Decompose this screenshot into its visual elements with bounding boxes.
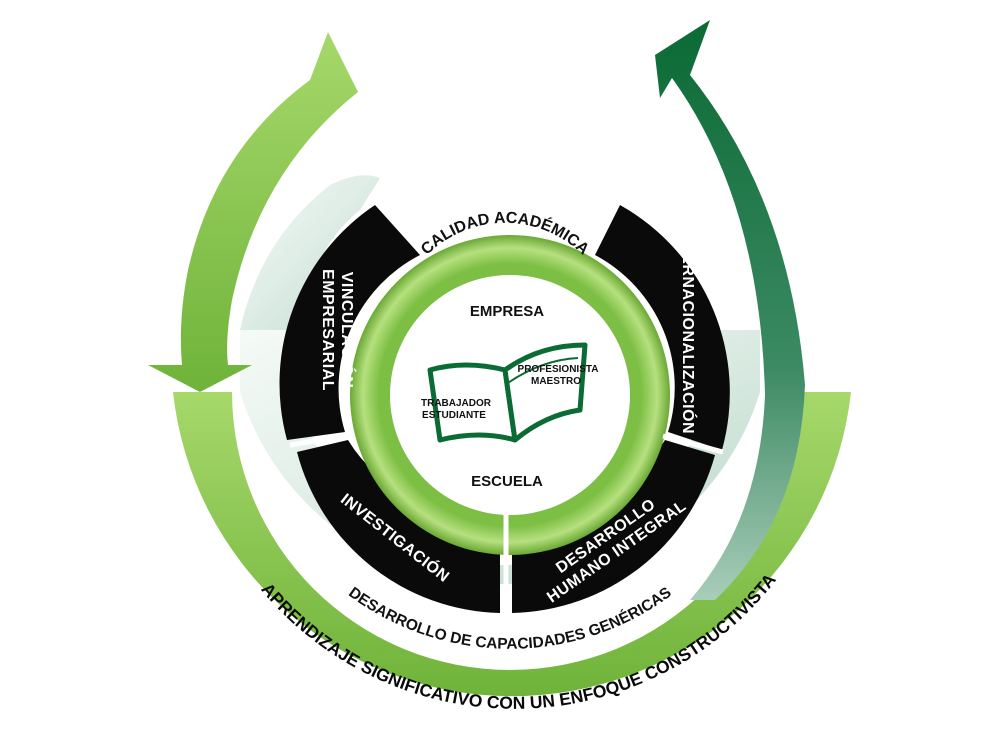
left-page-line1: TRABAJADOR [421,398,492,409]
segment-bottom-left [297,440,500,613]
segment-label-vinculacion: VINCULACIÓN EMPRESARIAL [319,269,357,391]
curved-arrow-down-icon [148,32,358,392]
segment-label-vinculacion-line1: VINCULACIÓN [338,272,357,389]
curved-arrow-up-icon [655,20,805,600]
center-bottom-label: ESCUELA [471,473,543,490]
segment-top-left [279,205,420,440]
open-book-icon [427,342,588,443]
segment-label-internacionalizacion: INTERNACIONALIZACIÓN [679,226,698,434]
left-page-line2: ESTUDIANTE [422,410,486,421]
segment-label-vinculacion-line2: EMPRESARIAL [319,269,336,391]
segment-label-internacionalizacion-text: INTERNACIONALIZACIÓN [679,226,698,434]
segment-top-right [595,205,730,450]
outer-band [173,392,851,697]
segment-separator [662,433,724,455]
center-top-label: EMPRESA [470,303,544,320]
pale-band-top [240,175,380,330]
right-page-line1: PROFESIONISTA [518,364,599,375]
segment-bottom-right [512,440,715,613]
pale-band-label: DESARROLLO DE CAPACIDADES GENÉRICAS [345,584,674,653]
right-page-line2: MAESTRO [531,376,581,387]
segment-separator [289,432,351,448]
